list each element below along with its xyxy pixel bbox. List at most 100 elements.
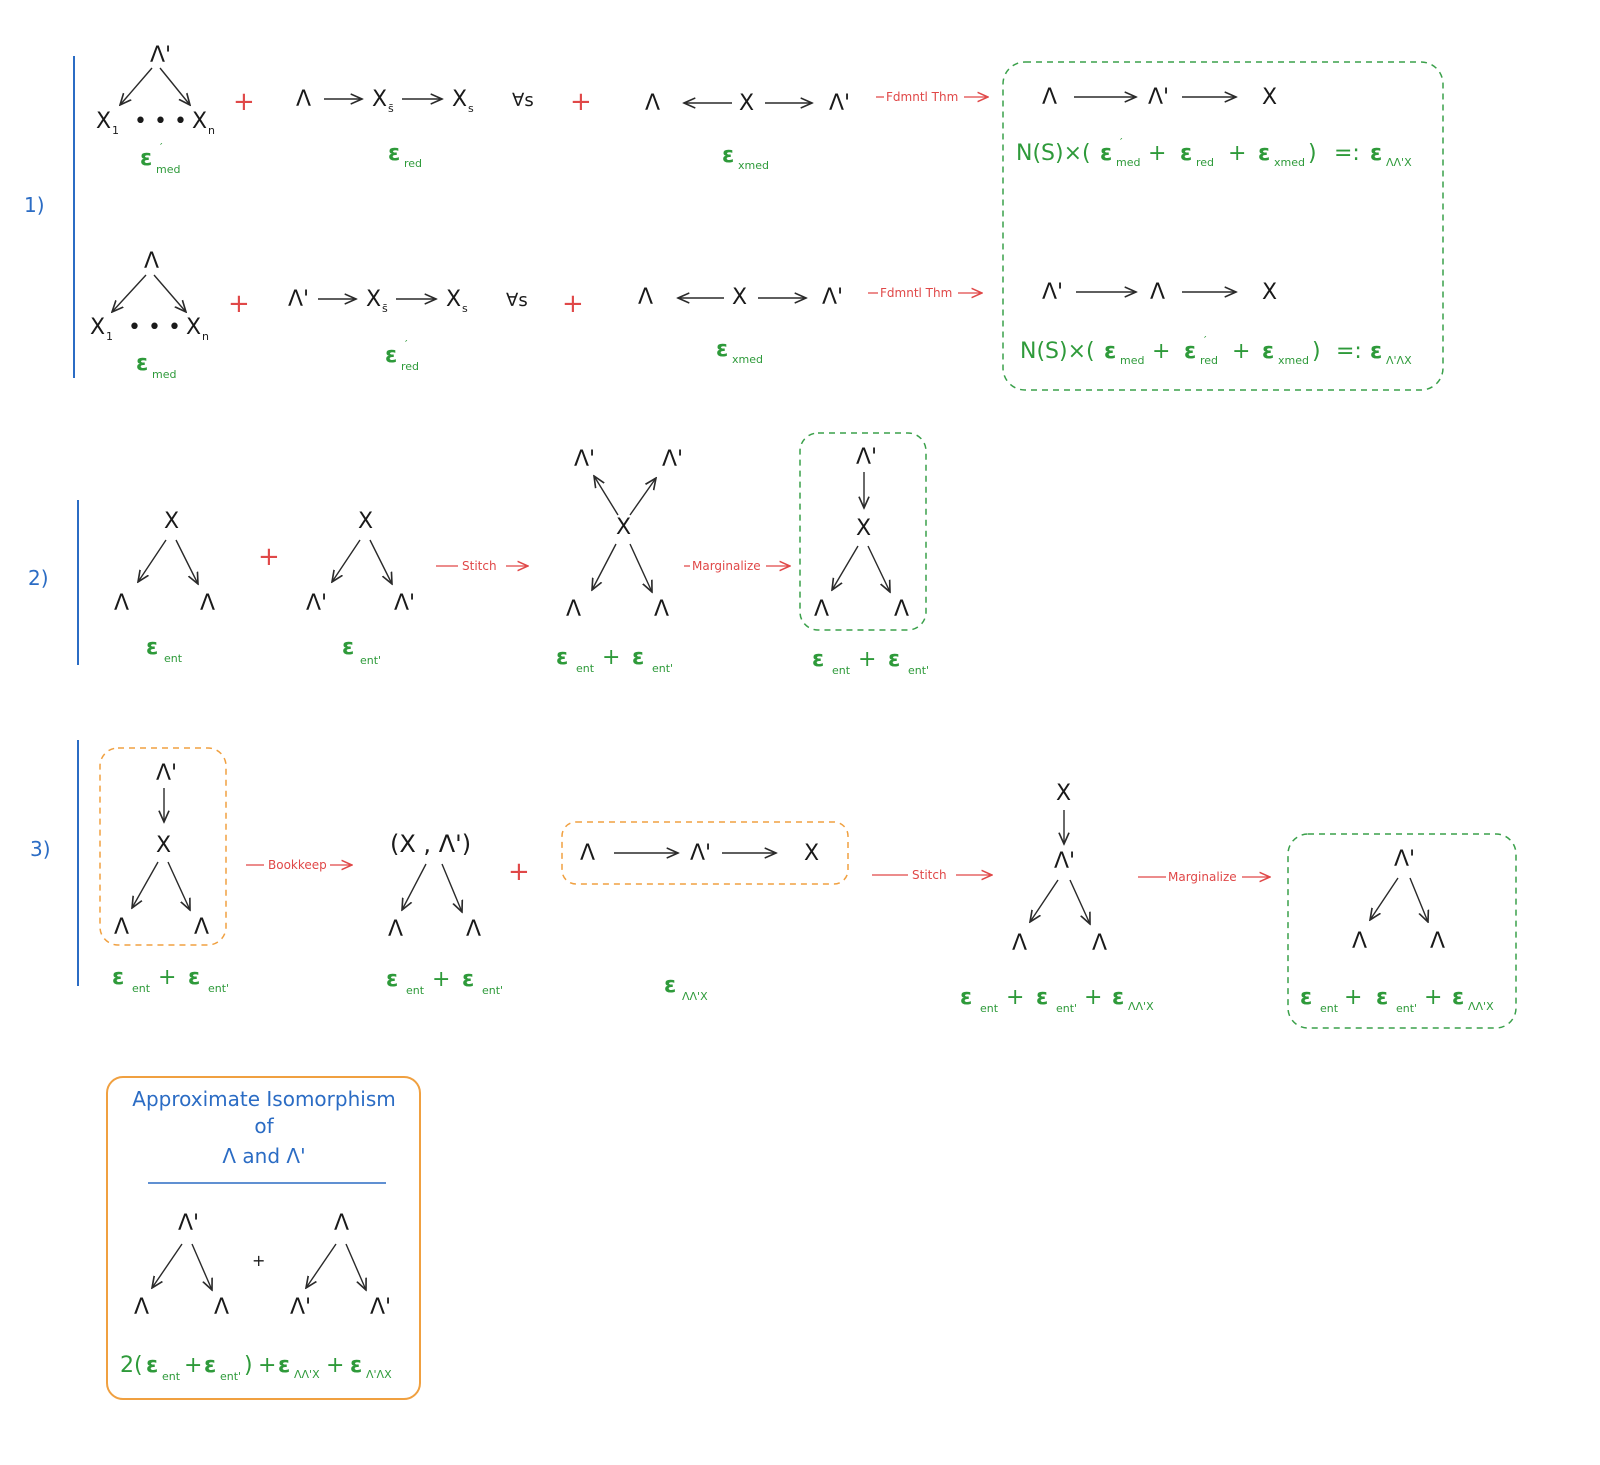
error-symbol: ε [716, 337, 728, 362]
error-prime: ′ [1204, 334, 1207, 347]
result-formula: N(S)×( ε med + ε red ′ + ε xmed ) =: ε Λ… [1020, 334, 1412, 367]
edge [132, 861, 159, 908]
row-1: Λ' X 1 • • • X n ε med ′ + Λ X s̄ X s [96, 43, 988, 176]
tree-mid-node: X [856, 516, 871, 541]
label-backdrop [458, 557, 506, 573]
input-box [99, 747, 227, 946]
error-subscript: ent' [482, 984, 503, 997]
fdmntl-thm-arrow: Fdmntl Thm [868, 284, 982, 300]
tree-top-node: Λ' [156, 761, 177, 786]
chain-diagram: Λ' X s̄ X s ∀s ε red ′ [288, 287, 528, 373]
section-label: 2) [28, 566, 49, 590]
error-subscript: xmed [738, 159, 769, 172]
forall-label: ∀s [506, 290, 528, 311]
tree-leaf-node: Λ [566, 597, 581, 622]
result-box [799, 432, 927, 631]
error-symbol: ε [350, 1353, 362, 1378]
tree-top-node: X [164, 509, 179, 534]
edge [1409, 877, 1428, 922]
arrow-label: Bookkeep [268, 858, 327, 872]
error-subscript: med [1120, 354, 1144, 367]
error-subscript: ent' [360, 654, 381, 667]
med-node: Λ [645, 91, 660, 116]
error-symbol: ε [812, 647, 824, 672]
result-chain-node: X [1262, 85, 1277, 110]
summary-box: Approximate Isomorphism of Λ and Λ' Λ' Λ… [106, 1076, 421, 1400]
error-subscript: ent [980, 1002, 999, 1015]
fork-leaf-node: X [192, 109, 207, 134]
chain-node: Λ' [690, 841, 711, 866]
result-chain-node: Λ' [1148, 85, 1169, 110]
plus-sign: + [233, 87, 255, 117]
edge [832, 545, 859, 590]
formula-assign: =: [1336, 339, 1362, 364]
chain-node: X [452, 87, 467, 112]
chain-node: X [366, 287, 381, 312]
tree-top-node: Λ' [178, 1211, 199, 1236]
error-prime: ′ [1120, 136, 1123, 149]
error-symbol: ε [385, 343, 397, 368]
tree-leaf-node: Λ [194, 915, 209, 940]
tree-leaf-node: Λ' [290, 1295, 311, 1320]
section-label: 3) [30, 837, 51, 861]
row-2: Λ X 1 • • • X n ε med + Λ' X s̄ X s ∀s [90, 249, 982, 381]
med-node: X [732, 285, 747, 310]
error-symbol: ε [1262, 339, 1274, 364]
error-symbol: ε [632, 645, 644, 670]
result-tree: Λ' X Λ Λ ε ent + ε ent' [812, 445, 929, 677]
label-backdrop [878, 284, 958, 300]
tree-top-node: X [358, 509, 373, 534]
formula-close: ) [1312, 339, 1321, 364]
error-subscript: ent' [1396, 1002, 1417, 1015]
error-subscript: ent' [652, 662, 673, 675]
summary-title: Approximate Isomorphism [132, 1087, 395, 1111]
tree-leaf-node: Λ [200, 591, 215, 616]
chain-subscript: s̄ [388, 102, 394, 115]
tree-leaf-node: Λ' [306, 591, 327, 616]
error-prime: ′ [405, 338, 408, 351]
error-plus: + [602, 645, 620, 670]
edge [867, 545, 890, 592]
chain-node: Λ [296, 87, 311, 112]
arrow-label: Marginalize [1168, 870, 1237, 884]
chain-node: X [446, 287, 461, 312]
error-subscript: red [1196, 156, 1214, 169]
error-subscript: ent' [1056, 1002, 1077, 1015]
edge [594, 476, 619, 516]
error-symbol: ε [664, 973, 676, 998]
error-symbol: ε [1452, 985, 1464, 1010]
error-symbol: ε [1104, 339, 1116, 364]
tree-center-node: X [616, 515, 631, 540]
error-symbol: ε [112, 965, 124, 990]
error-symbol: ε [1376, 985, 1388, 1010]
edge [629, 478, 656, 516]
error-subscript: med [152, 368, 176, 381]
result-box [1287, 833, 1517, 1029]
tree-top-node: X [1056, 781, 1071, 806]
tree-leaf-node: Λ' [394, 591, 415, 616]
edge [138, 539, 167, 582]
tree-mid-node: Λ' [1054, 849, 1075, 874]
chain-subscript: s̄ [382, 302, 388, 315]
error-prime: ′ [160, 141, 163, 154]
tree-leaf-node: Λ [388, 917, 403, 942]
error-symbol: ε [1300, 985, 1312, 1010]
edge [629, 543, 652, 592]
error-symbol: ε [204, 1353, 216, 1378]
med-node: Λ' [822, 285, 843, 310]
result-chain-node: X [1262, 280, 1277, 305]
error-subscript: ent [132, 982, 151, 995]
error-symbol: ε [1258, 141, 1270, 166]
formula-close: ) [1308, 141, 1317, 166]
fork-leaf-subscript: n [208, 124, 215, 137]
result-row-1: Λ Λ' X N(S)×( ε med ′ + ε red + ε xmed )… [1016, 85, 1412, 169]
error-symbol: ε [888, 647, 900, 672]
mediator-diagram: Λ X Λ' ε xmed [645, 91, 850, 172]
label-backdrop [908, 866, 956, 882]
fork-diagram: Λ X 1 • • • X n ε med [90, 249, 209, 381]
edge [1370, 877, 1399, 920]
tree-leaf-node: Λ [1092, 931, 1107, 956]
tree-leaf-node: Λ [894, 597, 909, 622]
label-backdrop [264, 856, 330, 872]
edge [332, 539, 361, 582]
